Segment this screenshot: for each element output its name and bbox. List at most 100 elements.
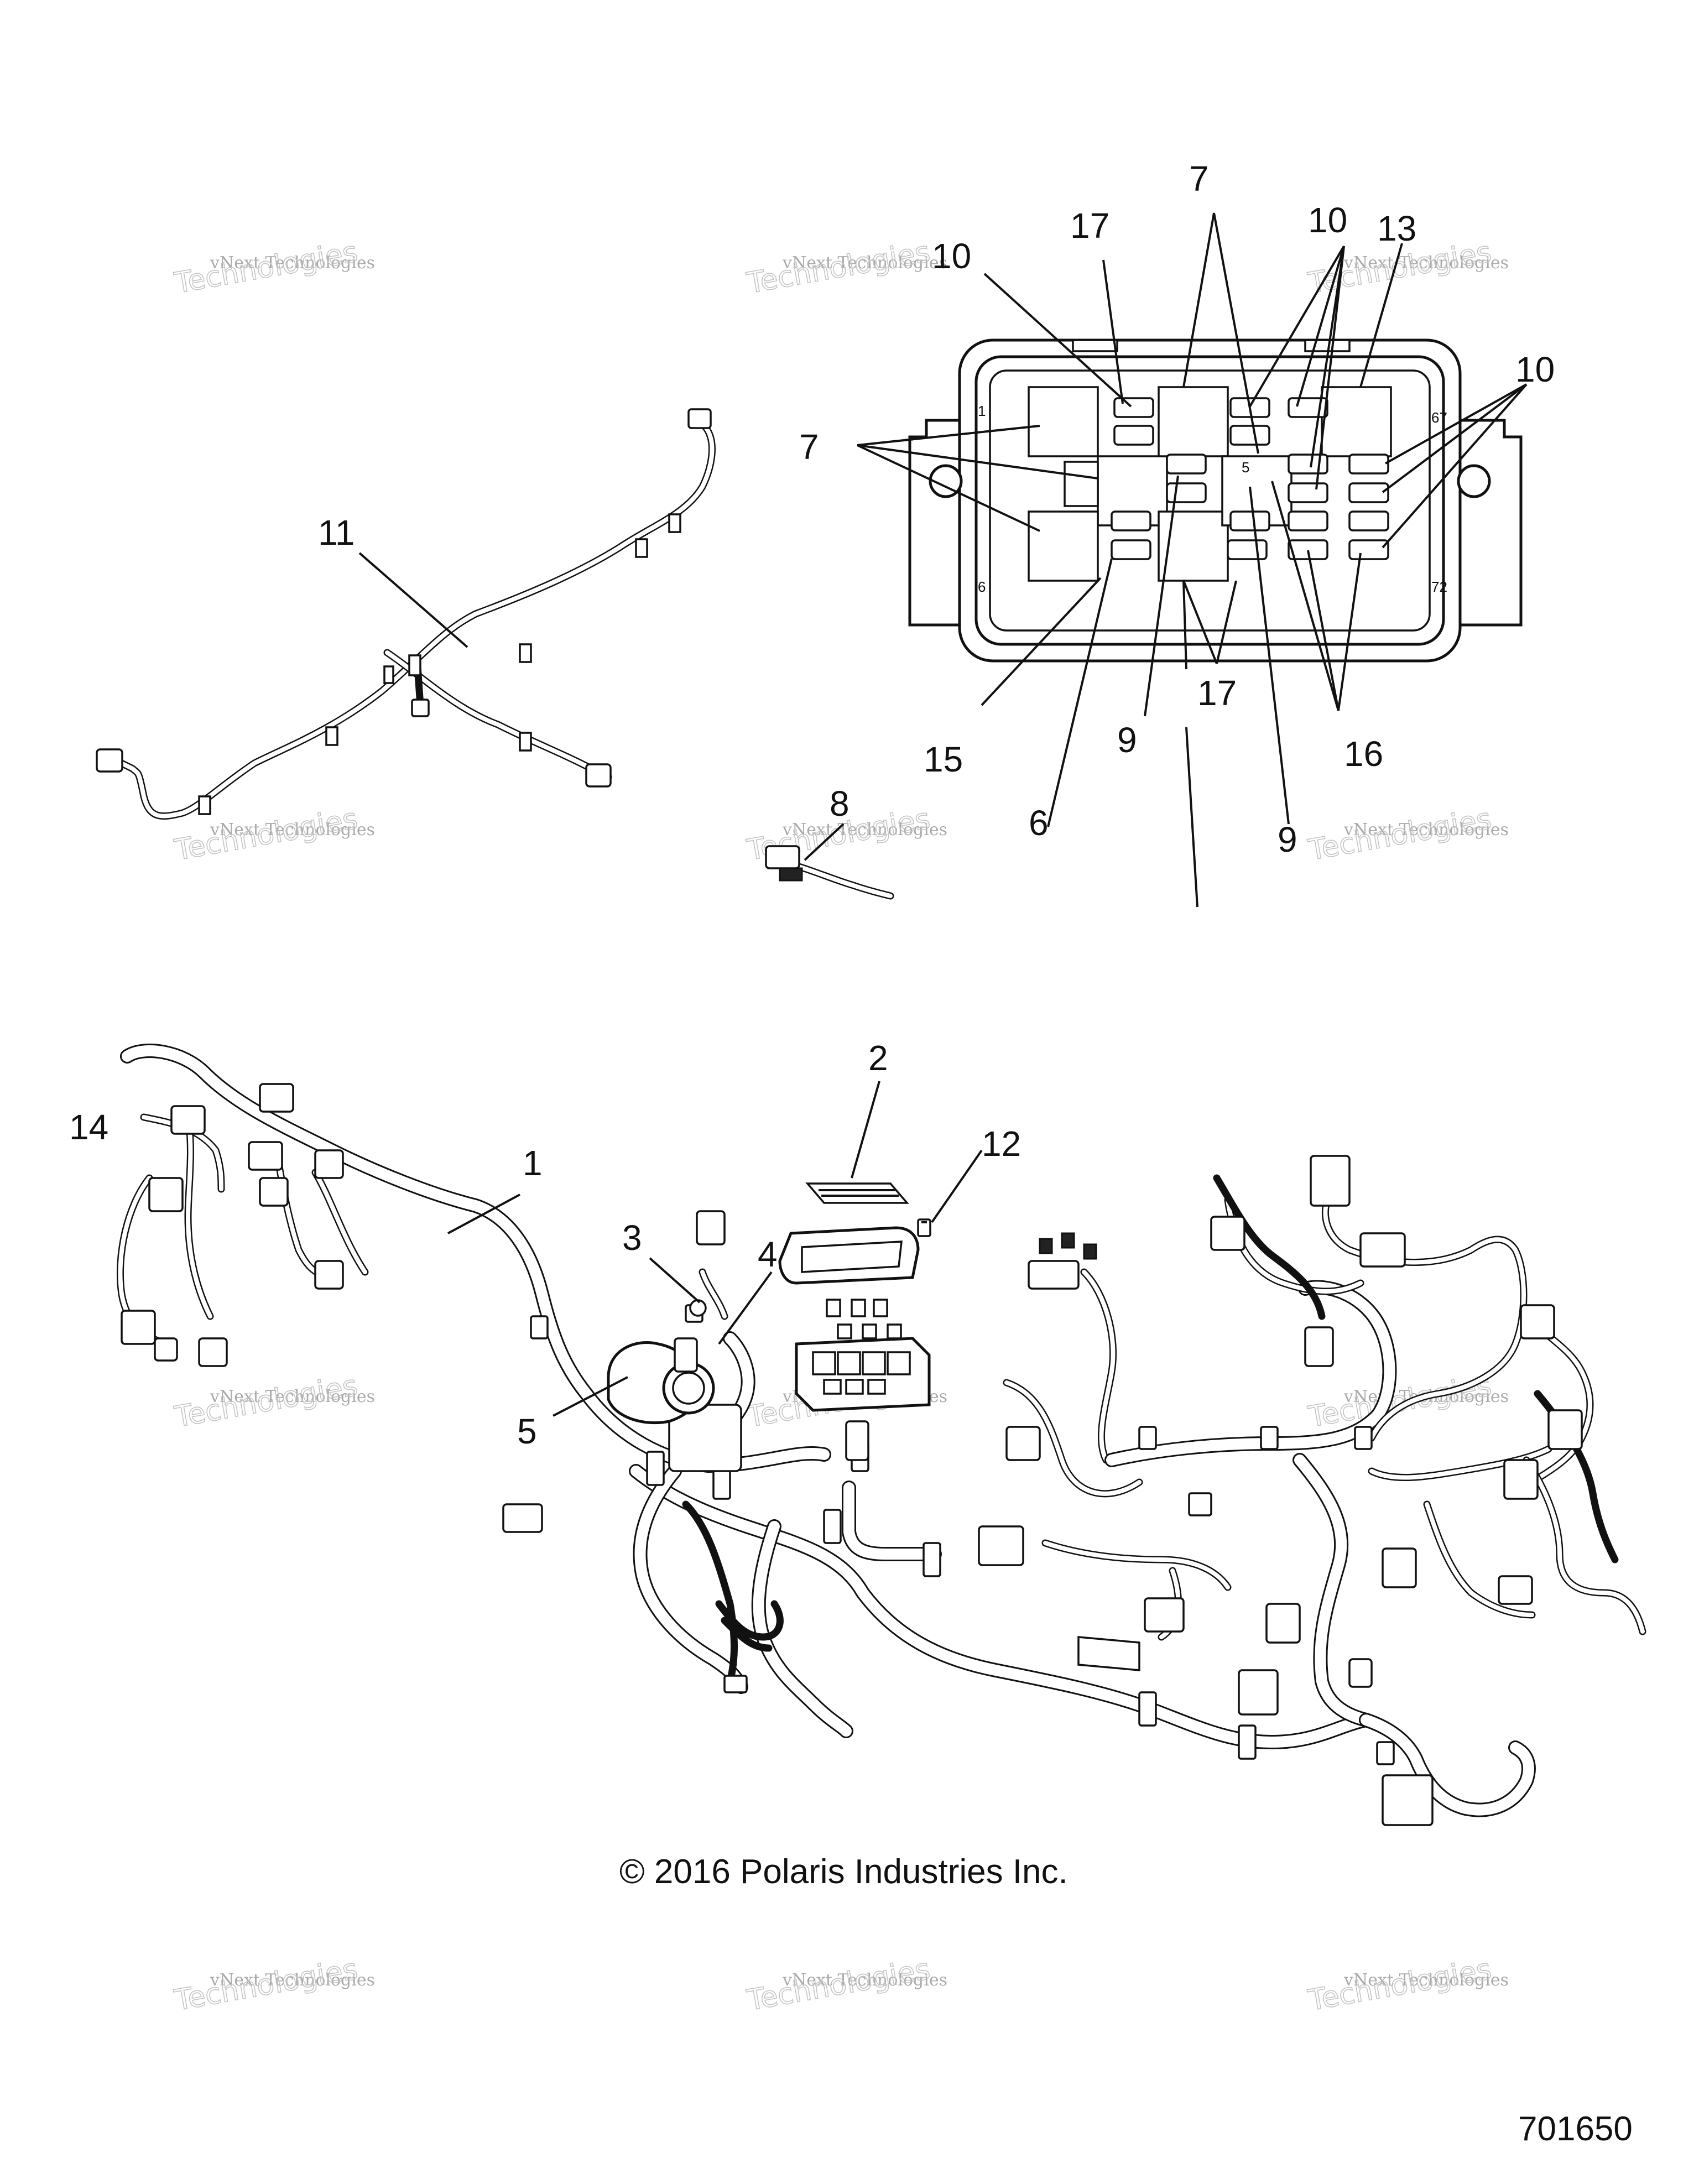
- connector: [765, 845, 800, 869]
- watermark-text: vNext Technologies: [210, 1971, 375, 1990]
- connector: [314, 1260, 344, 1290]
- watermark-text: vNext Technologies: [1343, 253, 1509, 273]
- callout-8: 8: [830, 784, 850, 823]
- callout-14: 14: [69, 1107, 108, 1147]
- watermark-text: vNext Technologies: [782, 253, 947, 273]
- fuse: [867, 1379, 886, 1395]
- callout-9-right: 9: [1278, 820, 1297, 859]
- clip: [325, 726, 338, 746]
- connector: [1503, 1459, 1539, 1500]
- watermark: vNext Technologies Technologies: [171, 235, 375, 301]
- fuse: [862, 1323, 877, 1339]
- clip: [383, 665, 394, 684]
- callout-6: 6: [1029, 803, 1049, 843]
- clip: [1138, 1426, 1157, 1450]
- watermark: vNext Technologies Technologies: [1305, 802, 1509, 868]
- connector: [978, 1525, 1024, 1566]
- watermark: vNext Technologies Technologies: [744, 235, 947, 301]
- connector: [148, 1177, 184, 1212]
- clip: [1138, 1691, 1157, 1727]
- connector: [1547, 1409, 1583, 1450]
- watermark-text: vNext Technologies: [210, 253, 375, 273]
- clip: [198, 795, 211, 815]
- fuse-value: 5: [1242, 459, 1249, 476]
- callout-10-top: 10: [1308, 200, 1347, 240]
- pin-number: 72: [1431, 578, 1447, 595]
- callout-15: 15: [924, 739, 963, 779]
- mount-hole-right: [1457, 464, 1491, 498]
- callout-11: 11: [318, 513, 355, 552]
- watermark-logo-text: Technologies: [744, 1953, 932, 2018]
- callout-7-left: 7: [799, 427, 819, 467]
- connector: [154, 1337, 178, 1362]
- connector: [502, 1503, 543, 1533]
- callout-2: 2: [868, 1038, 888, 1078]
- main-harness-1: [116, 1044, 1646, 1826]
- watermark: vNext Technologies Technologies: [171, 1952, 375, 2018]
- connector: [259, 1177, 289, 1207]
- fuse: [873, 1299, 888, 1317]
- clip: [1354, 1426, 1373, 1450]
- label-2: [805, 1182, 909, 1204]
- connector: [1265, 1603, 1301, 1644]
- watermark-text: vNext Technologies: [1343, 820, 1509, 840]
- callout-3: 3: [622, 1218, 642, 1258]
- callout-12: 12: [982, 1124, 1021, 1164]
- fuse: [851, 1299, 866, 1317]
- callout-4: 4: [758, 1234, 778, 1274]
- pin-number: 67: [1431, 409, 1447, 426]
- relay: [1028, 386, 1099, 457]
- watermark-text: vNext Technologies: [782, 820, 947, 840]
- callout-17-bottom: 17: [1197, 673, 1237, 713]
- connector: [1210, 1216, 1245, 1251]
- connector-pin: [1039, 1238, 1053, 1254]
- callout-9-left: 9: [1117, 720, 1137, 760]
- clip: [519, 643, 532, 663]
- connector: [696, 1210, 726, 1245]
- callout-5: 5: [517, 1411, 537, 1451]
- watermark-logo-text: Technologies: [1306, 1369, 1494, 1434]
- mount-hole-left: [929, 464, 963, 498]
- callout-10-left: 10: [932, 236, 971, 276]
- fuse: [826, 1299, 841, 1317]
- connector: [585, 763, 612, 788]
- connector: [248, 1141, 283, 1171]
- ground-strap-8: [765, 845, 894, 900]
- watermark-logo-text: Technologies: [172, 236, 360, 300]
- relay: [1321, 386, 1392, 457]
- harness-connectors: [121, 1083, 1583, 1826]
- clip: [635, 538, 648, 558]
- connector: [1144, 1597, 1185, 1633]
- fuse-box-cover: [778, 1226, 920, 1285]
- fuse: [823, 1379, 842, 1395]
- connector: [1238, 1669, 1279, 1716]
- clip: [519, 732, 532, 752]
- callout-17-top: 17: [1070, 206, 1109, 246]
- wire-loop: [721, 1617, 773, 1652]
- clip: [723, 1675, 748, 1693]
- relay-socket: [1064, 461, 1099, 507]
- relay: [1158, 510, 1229, 582]
- fuse-box: 5 10 20 5 20 25 10 10 5 5 20 10 10 10 10…: [908, 338, 1523, 663]
- watermark-logo-text: Technologies: [1306, 802, 1494, 867]
- clip: [668, 513, 681, 533]
- connector: [259, 1083, 294, 1113]
- fuse: [887, 1323, 902, 1339]
- clip: [779, 867, 803, 882]
- fuse: [837, 1323, 852, 1339]
- connector: [1304, 1326, 1334, 1367]
- fuse: [845, 1379, 864, 1395]
- callouts: 11 8 10 17 7 10 13 10 7 15 6 9 17 9 16 2…: [69, 159, 1555, 1451]
- connector: [1382, 1547, 1417, 1588]
- connector: [1359, 1232, 1406, 1268]
- connector: [1028, 1260, 1080, 1290]
- clip: [530, 1315, 549, 1339]
- figure-id: 701650: [1518, 2110, 1633, 2148]
- clip: [408, 654, 421, 676]
- clip: [1238, 1724, 1257, 1760]
- latch-left: [1072, 339, 1118, 352]
- watermark-logo-text: Technologies: [1306, 1953, 1494, 2018]
- fuse-box-cavity: [989, 369, 1431, 632]
- watermark-text: vNext Technologies: [782, 1971, 947, 1990]
